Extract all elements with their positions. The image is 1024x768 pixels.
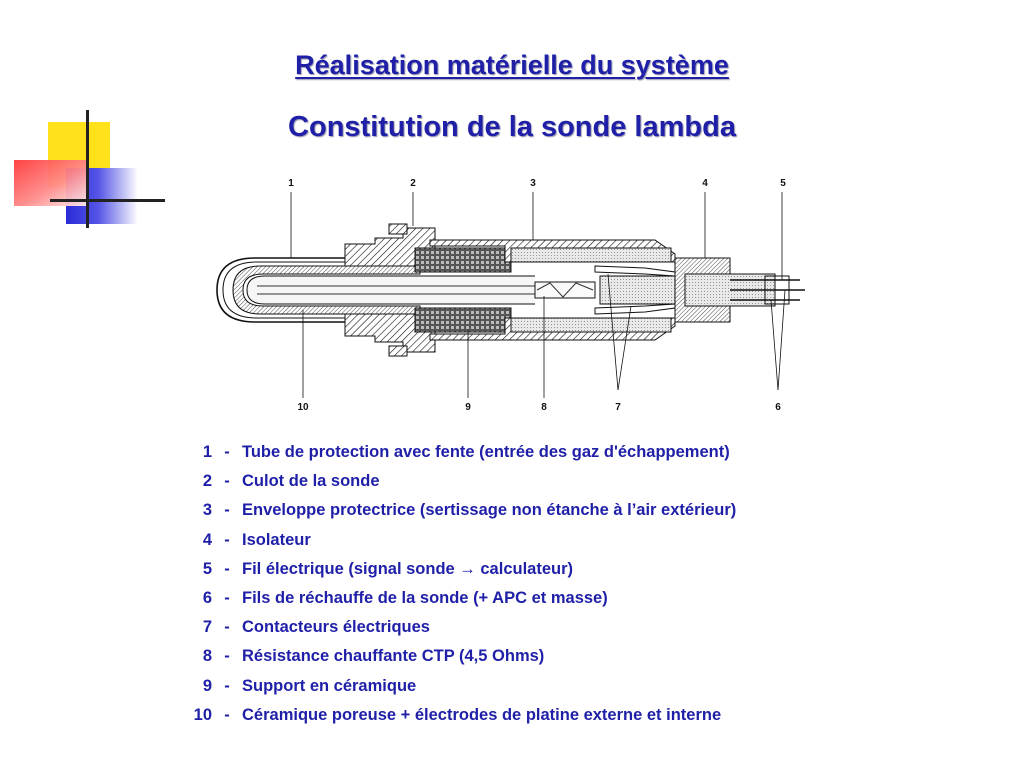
callout-9: 9: [465, 402, 471, 413]
legend-item: 3-Enveloppe protectrice (sertissage non …: [180, 499, 736, 528]
legend-separator: -: [224, 501, 230, 520]
legend-text: Tube de protection avec fente (entrée de…: [242, 443, 730, 461]
legend-number: 1: [202, 443, 212, 461]
lambda-sensor-diagram: 1 2 3 4 5 10 9 8 7 6: [216, 178, 805, 413]
callout-5: 5: [780, 178, 786, 189]
legend-item: 1-Tube de protection avec fente (entrée …: [180, 441, 736, 470]
legend-separator: -: [224, 647, 230, 666]
electrical-contacts: [594, 265, 676, 277]
legend-text: Culot de la sonde: [242, 472, 380, 491]
component-legend: 1-Tube de protection avec fente (entrée …: [180, 441, 737, 733]
legend-item: 10-Céramique poreuse + électrodes de pla…: [180, 704, 736, 733]
slide-subtitle: Constitution de la sonde lambda: [288, 111, 736, 143]
callout-6: 6: [775, 402, 781, 413]
legend-item: 8-Résistance chauffante CTP (4,5 Ohms): [180, 645, 736, 674]
legend-separator: -: [224, 472, 230, 491]
callout-10: 10: [297, 402, 309, 413]
legend-item: 9-Support en céramique: [180, 675, 736, 704]
decor-vertical-line: [86, 110, 89, 228]
legend-text: Céramique poreuse + électrodes de platin…: [242, 705, 722, 724]
legend-item: 6-Fils de réchauffe de la sonde (+ APC e…: [180, 587, 736, 616]
legend-separator: -: [224, 530, 230, 549]
legend-number: 10: [193, 705, 212, 724]
legend-text: Fil électrique (signal sonde → calculate…: [242, 559, 573, 578]
legend-number: 6: [202, 588, 212, 607]
callout-7: 7: [615, 402, 621, 413]
legend-text: Enveloppe protectrice (sertissage non ét…: [242, 501, 737, 520]
legend-separator: -: [224, 618, 230, 637]
legend-text: Contacteurs électriques: [242, 618, 430, 637]
legend-number: 4: [202, 530, 212, 549]
callout-3: 3: [530, 178, 536, 189]
legend-number: 9: [202, 676, 212, 695]
ceramic-support: [414, 247, 512, 273]
legend-item: 2-Culot de la sonde: [180, 470, 736, 499]
callout-8: 8: [541, 402, 547, 413]
legend-separator: -: [224, 443, 230, 461]
bottom-callouts: 10 9 8 7 6: [297, 402, 781, 413]
callout-1: 1: [288, 178, 294, 189]
legend-number: 2: [202, 472, 212, 491]
decor-red-gradient: [14, 160, 88, 206]
legend-item: 5-Fil électrique (signal sonde → calcula…: [180, 558, 736, 587]
callout-leaders: [290, 192, 786, 398]
legend-separator: -: [224, 676, 230, 695]
porous-ceramic: [232, 265, 421, 315]
top-callouts: 1 2 3 4 5: [288, 178, 786, 189]
callout-4: 4: [702, 178, 708, 189]
legend-number: 3: [202, 501, 212, 520]
legend-number: 7: [202, 618, 212, 637]
legend-text: Résistance chauffante CTP (4,5 Ohms): [242, 647, 545, 666]
legend-text: Support en céramique: [242, 676, 417, 695]
legend-item: 4-Isolateur: [180, 529, 736, 558]
legend-item: 7-Contacteurs électriques: [180, 616, 736, 645]
legend-separator: -: [224, 559, 230, 578]
legend-text: Fils de réchauffe de la sonde (+ APC et …: [242, 588, 608, 607]
legend-text: Isolateur: [242, 530, 311, 549]
legend-number: 8: [202, 647, 212, 666]
legend-separator: -: [224, 588, 230, 607]
sensor-drawing: [216, 223, 805, 357]
heater-resistor: [534, 281, 596, 299]
callout-2: 2: [410, 178, 416, 189]
slide-title: Réalisation matérielle du système: [295, 50, 729, 80]
legend-separator: -: [224, 705, 230, 724]
protection-tube: [216, 257, 345, 323]
decor-horizontal-line: [50, 199, 165, 202]
legend-number: 5: [202, 559, 212, 578]
